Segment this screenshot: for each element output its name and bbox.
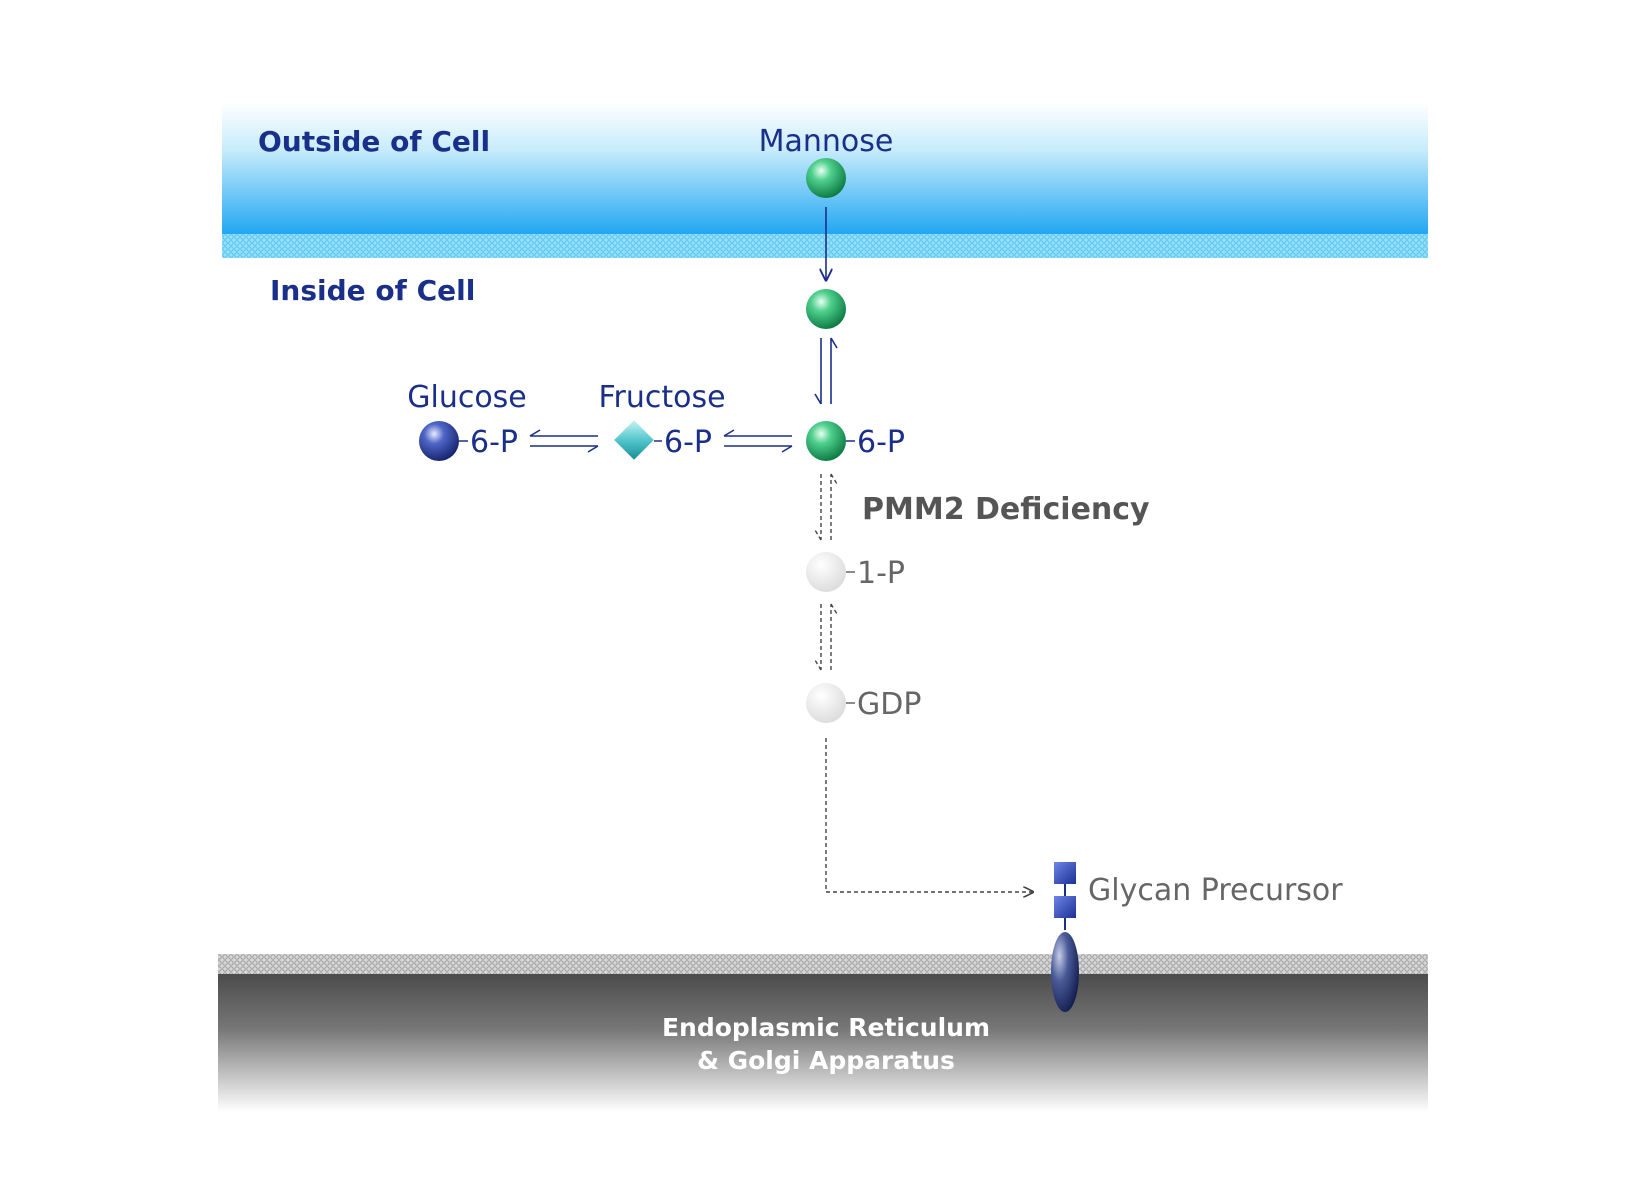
dolichol-anchor-oval	[1051, 932, 1079, 1012]
plasma-membrane	[222, 234, 1428, 258]
equilibrium-arrow-mpi	[723, 429, 793, 453]
glucose-6p-suffix: 6-P	[470, 425, 518, 460]
glycan-transfer-arrow	[825, 738, 1033, 892]
mannose-6p-suffix: 6-P	[857, 425, 905, 460]
mannose-outside-ball	[806, 158, 846, 198]
mannose-1p-ball	[806, 552, 846, 592]
fructose-diamond	[614, 420, 654, 460]
mannose-inside-ball	[806, 289, 846, 329]
er-membrane	[218, 954, 1428, 974]
blocked-arrow-pmm2	[814, 473, 838, 541]
glycan-square-bottom	[1054, 896, 1076, 918]
er-label-line2: & Golgi Apparatus	[697, 1046, 955, 1075]
gdp-mannose-ball	[806, 683, 846, 723]
mannose-1p-suffix: 1-P	[857, 556, 905, 591]
fructose-6p-suffix: 6-P	[664, 425, 712, 460]
mannose-6p-ball	[806, 421, 846, 461]
equilibrium-arrow-isomerase	[529, 429, 599, 453]
equilibrium-arrow-hexokinase	[814, 337, 838, 405]
glucose-ball	[419, 421, 459, 461]
deficiency-label: PMM2 Deficiency	[862, 492, 1150, 527]
glucose-label: Glucose	[407, 380, 527, 415]
outside-label: Outside of Cell	[258, 125, 490, 158]
er-golgi-region	[218, 974, 1428, 1112]
mannose-label: Mannose	[759, 124, 894, 159]
inside-label: Inside of Cell	[270, 274, 475, 307]
glycan-precursor	[1051, 862, 1079, 1012]
gdp-suffix: GDP	[857, 687, 921, 722]
er-label-line1: Endoplasmic Reticulum	[662, 1013, 990, 1042]
fructose-label: Fructose	[598, 380, 725, 415]
glycan-square-top	[1054, 862, 1076, 884]
blocked-arrow-gmppb	[814, 603, 838, 671]
glycan-label: Glycan Precursor	[1088, 873, 1343, 908]
